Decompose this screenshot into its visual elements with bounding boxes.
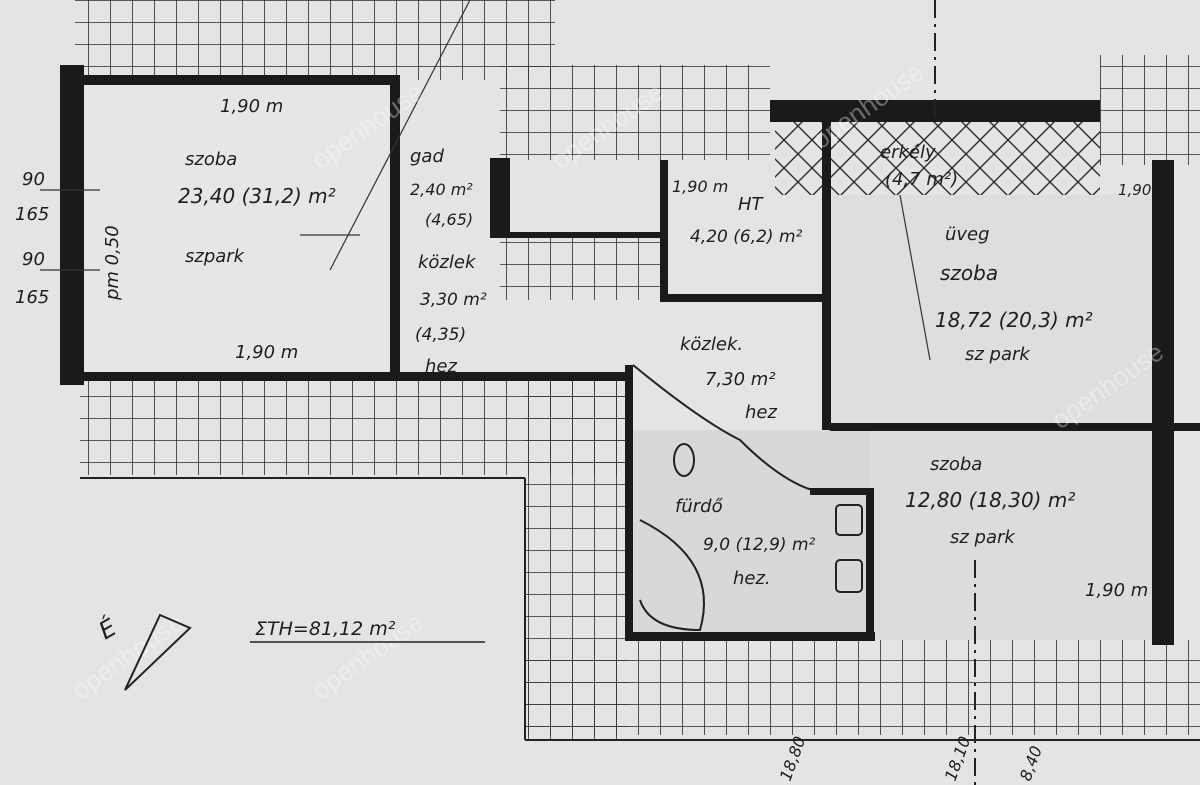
terrace-top-left [75,0,555,80]
hall2-name: közlek. [680,334,743,355]
living-top-dim: 1,90 m [220,96,283,117]
terrace-bottom [525,640,1200,735]
bathtub-icon [639,519,705,632]
balcony-name: erkély [880,142,936,163]
bedroom2-dim: 1,90 m [1085,580,1148,601]
utility-area: 4,20 (6,2) m² [690,227,803,247]
bedroom1-name: szoba [940,261,998,285]
hall1-floor: hez [425,356,457,377]
sink-icon [835,504,863,536]
bath-floor: hez. [733,568,771,589]
hall1-name: közlek [418,252,477,273]
bedroom2-floor: sz park [950,527,1016,548]
sink-icon-2 [835,559,863,593]
stair-grid [500,235,660,300]
window-dim: 165 [15,204,49,225]
parapet-height: pm 0,50 [102,225,123,301]
bedroom2-name: szoba [930,454,982,475]
terrace-right-top [1100,55,1200,165]
living-bottom-dim: 1,90 m [235,342,298,363]
bath-area: 9,0 (12,9) m² [703,535,816,555]
bedroom1-note: üveg [945,224,990,245]
bedroom2-area: 12,80 (18,30) m² [905,488,1075,512]
bedroom1-floor: sz park [965,344,1031,365]
total-area: ΣTH=81,12 m² [255,618,396,640]
storage-area: 2,40 m² [410,180,473,199]
living-area: 23,40 (31,2) m² [178,184,336,208]
bottom-dim: 18,10 [941,734,975,784]
utility-dim: 1,90 m [672,177,728,196]
toilet-icon [673,443,695,477]
storage-gross: (4,65) [425,210,473,229]
living-floor: szpark [185,246,246,267]
bottom-dim: 18,80 [776,734,810,784]
bath-name: fürdő [675,496,724,517]
walls [60,65,1200,645]
north-label: É [94,612,122,645]
curved-wall [632,364,813,491]
living-name: szoba [185,149,237,170]
hall2-area: 7,30 m² [705,369,776,390]
window-dim: 90 [22,249,45,270]
utility-name: HT [738,194,765,215]
balcony-dim: 1,90 [1118,181,1151,199]
hall1-gross: (4,35) [415,325,466,345]
north-arrow-icon [124,613,192,691]
bedroom1-area: 18,72 (20,3) m² [935,308,1093,332]
window-dim: 90 [22,169,45,190]
terrace-top-mid [500,65,770,160]
hall2-floor: hez [745,402,777,423]
hall1-area: 3,30 m² [420,290,487,310]
svg-text:openhouse: openhouse [66,607,189,705]
balcony-area: (4,7 m²) [885,169,958,190]
window-dim: 165 [15,287,49,308]
storage-name: gad [410,146,444,167]
bottom-dim: 8,40 [1016,743,1046,783]
